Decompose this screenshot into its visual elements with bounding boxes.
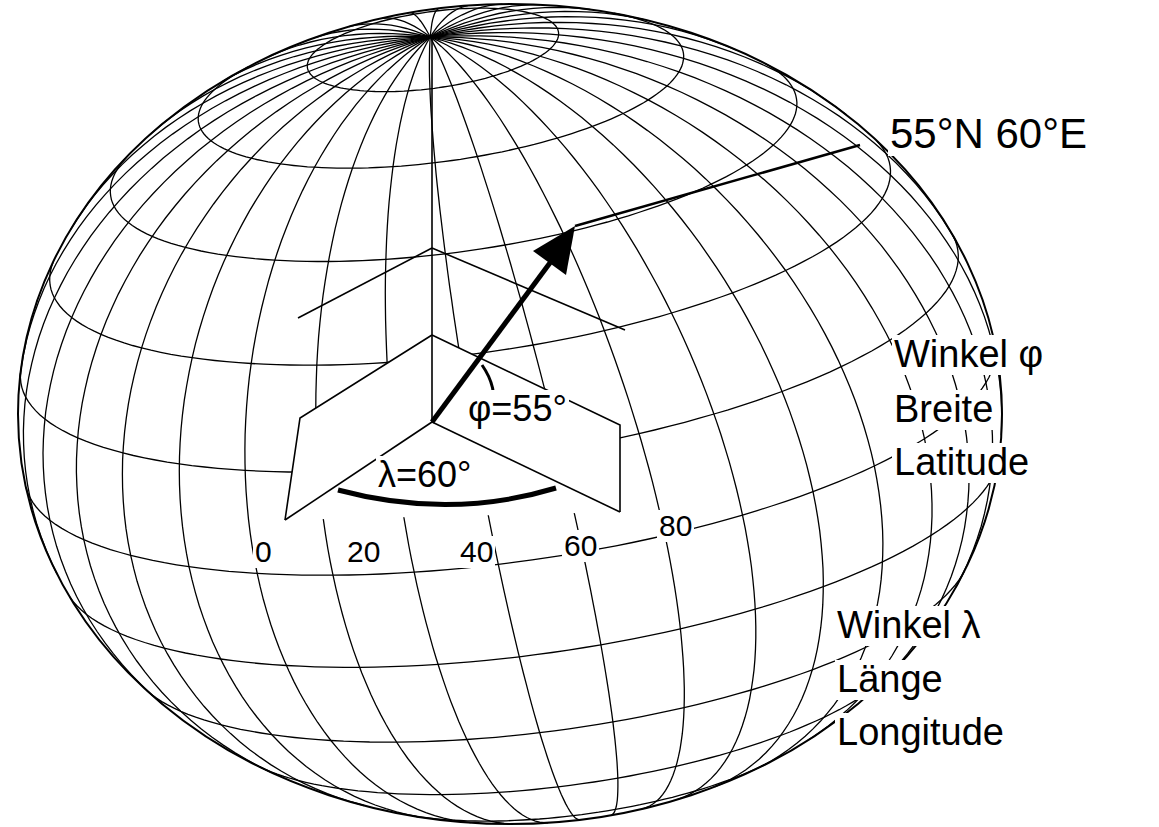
grid-line	[110, 158, 274, 260]
grid-line	[50, 262, 252, 363]
grid-line	[430, 7, 590, 37]
grid-line	[275, 64, 797, 262]
grid-line	[307, 8, 558, 91]
coordinate-label: 55°N 60°E	[888, 112, 1089, 156]
grid-line	[198, 67, 314, 167]
grid-line	[20, 373, 245, 471]
longitude-angle: λ=60°	[376, 456, 473, 494]
degree-tick: 60	[562, 530, 599, 562]
grid-line	[43, 37, 430, 704]
degree-tick: 40	[458, 536, 495, 568]
legend-term: Latitude	[892, 443, 1031, 483]
cut-edges	[285, 38, 625, 520]
degree-tick: 0	[253, 536, 274, 568]
degree-tick: 20	[345, 536, 382, 568]
legend-term: Breite	[892, 390, 995, 430]
grid-line	[430, 28, 956, 242]
globe-outline	[18, 4, 1002, 824]
degree-tick: 80	[657, 510, 694, 542]
grid-line	[430, 37, 756, 800]
legend-term: Longitude	[835, 713, 1006, 753]
legend-term: Winkel λ	[835, 606, 983, 646]
grid-line	[430, 22, 847, 115]
globe-grid	[20, 4, 1002, 824]
legend-term: Länge	[835, 660, 945, 700]
grid-line	[260, 767, 388, 793]
grid-line	[70, 597, 287, 666]
grid-line	[388, 674, 891, 794]
grid-line	[147, 691, 331, 741]
grid-line	[430, 8, 439, 37]
arrow-head	[533, 226, 575, 275]
latitude-angle: φ=55°	[466, 390, 569, 428]
grid-line	[251, 141, 890, 365]
grid-line	[430, 37, 684, 809]
leader-line	[575, 145, 860, 226]
grid-line	[430, 37, 883, 766]
legend-term: Winkel φ	[892, 335, 1045, 375]
grid-line	[430, 37, 823, 787]
grid-line	[26, 488, 257, 574]
grid-line	[20, 37, 430, 379]
